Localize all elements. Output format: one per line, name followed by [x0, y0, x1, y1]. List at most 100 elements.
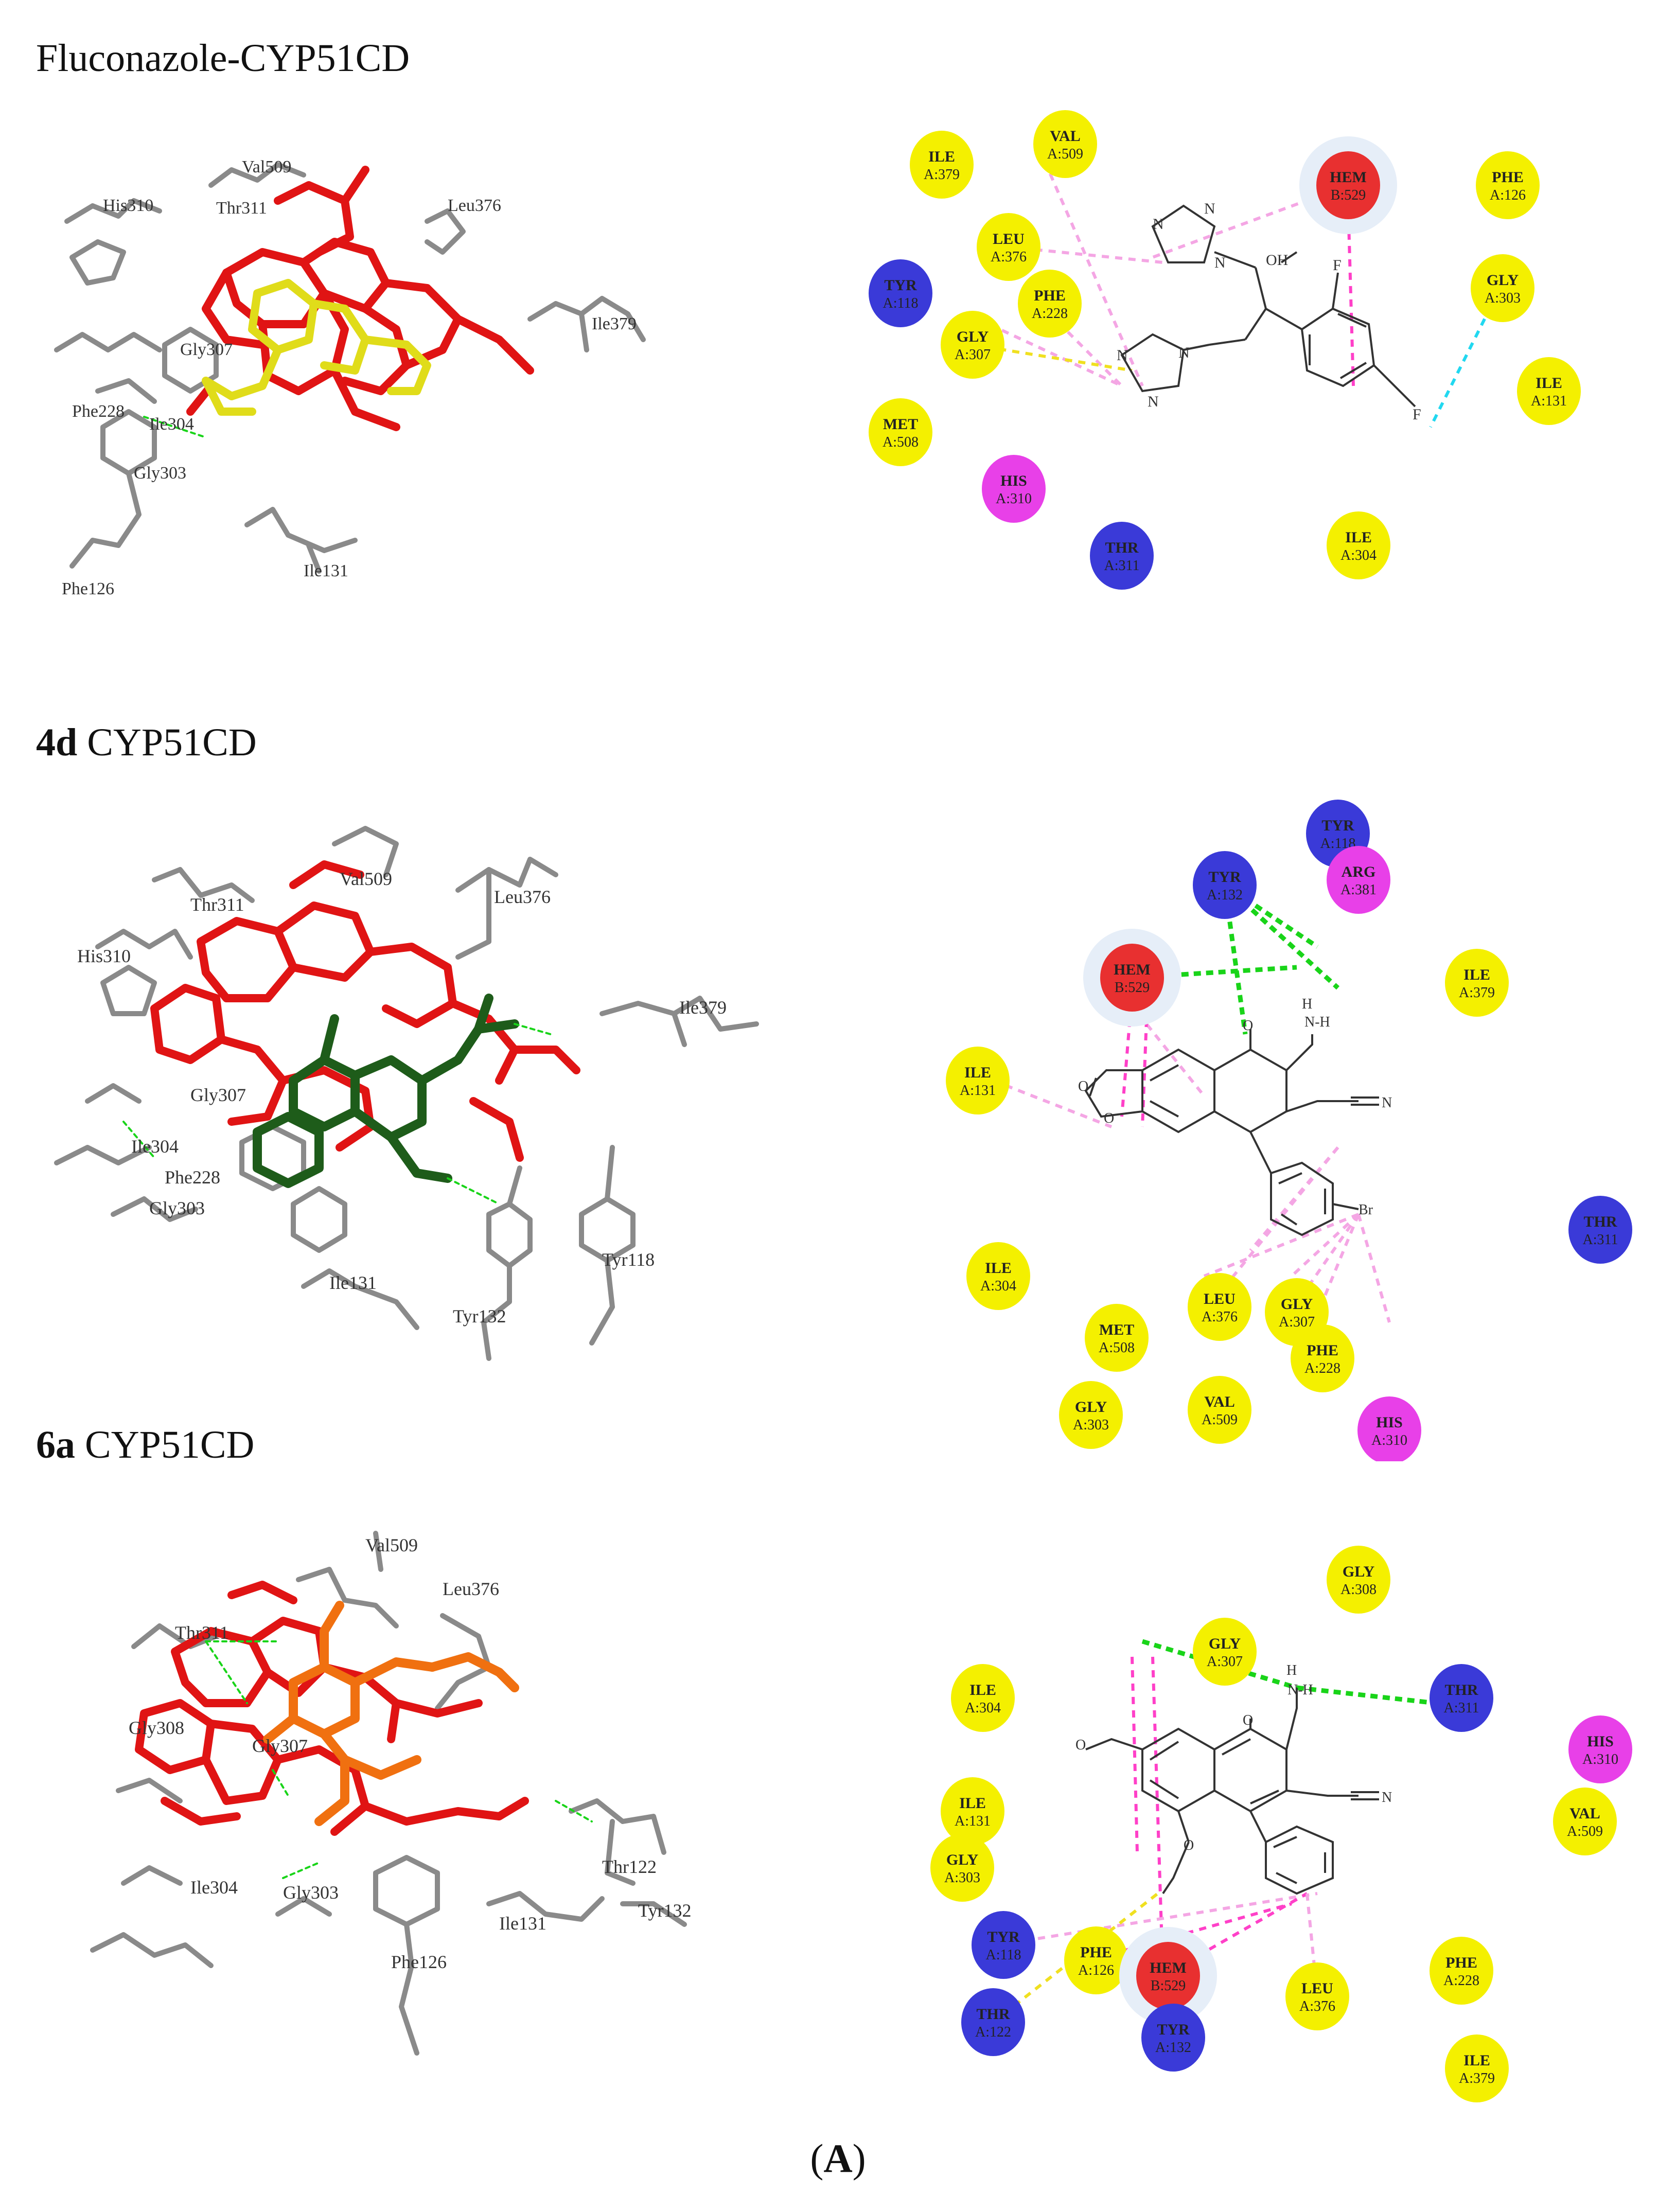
atom-label: N [1178, 344, 1190, 361]
residue-disc [941, 1777, 1004, 1845]
residue-id: A:228 [1443, 1973, 1479, 1989]
atom-label: N [1204, 200, 1215, 217]
ligand-fluconazole [202, 279, 431, 416]
residue-label-3d: Ile131 [329, 1272, 377, 1293]
residue-disc [982, 455, 1046, 523]
residue-name: ILE [1536, 375, 1562, 392]
residue-id: A:311 [1104, 558, 1140, 574]
residue-node: GLY A:303 [930, 1834, 994, 1902]
residue-label-3d: Ile304 [190, 1877, 238, 1898]
residue-label-3d: Gly307 [180, 340, 233, 359]
residue-disc [1430, 1664, 1493, 1732]
figure-caption: (A) [810, 2136, 866, 2181]
residue-name: GLY [1343, 1563, 1375, 1580]
residue-id: A:131 [955, 1813, 991, 1829]
residue-disc [966, 1242, 1030, 1310]
residue-disc [1018, 270, 1082, 338]
residue-id: A:381 [1340, 882, 1377, 898]
residue-name: ILE [1463, 966, 1490, 983]
residue-sticks [90, 1531, 687, 2056]
residue-name: TYR [1321, 817, 1354, 834]
residue-id: A:308 [1340, 1582, 1377, 1598]
residue-disc [930, 1834, 994, 1902]
residue-name: LEU [1204, 1290, 1236, 1307]
residue-disc [1327, 511, 1390, 579]
residue-name: ILE [985, 1260, 1012, 1277]
residue-id: A:304 [980, 1278, 1016, 1294]
residue-id: A:118 [986, 1947, 1021, 1963]
panel-title-fluconazole: Fluconazole-CYP51CD [36, 37, 410, 80]
residue-disc [1193, 1618, 1257, 1686]
residue-id: A:303 [944, 1870, 980, 1886]
residue-sticks [54, 162, 646, 574]
residue-name: HIS [1000, 472, 1027, 489]
residue-id: B:529 [1115, 980, 1150, 996]
residue-name: GLY [1487, 272, 1519, 289]
residue-disc [1327, 1546, 1390, 1614]
residue-node: GLY A:308 [1327, 1546, 1390, 1614]
residue-name: ILE [1463, 2052, 1490, 2069]
residue-label-3d: Gly308 [129, 1718, 184, 1738]
residue-name: TYR [1157, 2021, 1190, 2038]
atom-label: N [1153, 216, 1164, 233]
atom-label: O [1243, 1018, 1253, 1034]
residue-disc [1059, 1381, 1123, 1449]
residue-id: A:307 [1279, 1314, 1315, 1330]
ligand-structure-2d [1120, 204, 1416, 408]
residue-id: A:509 [1047, 146, 1083, 162]
residue-disc [961, 1988, 1025, 2056]
atom-label: N [1382, 1790, 1392, 1806]
residue-id: A:304 [1340, 547, 1377, 563]
residue-name: MET [883, 416, 918, 433]
residue-name: MET [1099, 1321, 1134, 1338]
residue-nodes: GLYA:308GLYA:307ILEA:304THRA:311HISA:310… [930, 1546, 1632, 2102]
residue-disc [1033, 110, 1097, 178]
residue-label-3d: Phe228 [165, 1167, 220, 1188]
residue-disc [1285, 1962, 1349, 2030]
atom-label: O [1104, 1110, 1114, 1126]
hbond-line [514, 1023, 552, 1035]
residue-name: VAL [1050, 128, 1080, 145]
atom-label: N-H [1304, 1014, 1330, 1030]
residue-id: A:310 [1371, 1432, 1407, 1448]
hbond-line [282, 1862, 320, 1879]
panel-title-6a: 6a CYP51CD [36, 1423, 255, 1466]
residue-name: VAL [1569, 1805, 1600, 1822]
atom-label: N [1117, 347, 1128, 364]
residue-label-3d: Gly303 [283, 1882, 339, 1903]
residue-disc [1141, 2004, 1205, 2072]
residue-id: A:509 [1567, 1824, 1603, 1839]
residue-label-3d: Leu376 [494, 887, 551, 907]
hbond-line [122, 1121, 155, 1159]
residue-name: THR [1583, 1213, 1617, 1230]
residue-name: GLY [946, 1851, 979, 1868]
residue-label-3d: Tyr132 [638, 1900, 691, 1921]
atom-label: N-H [1287, 1682, 1313, 1698]
residue-name: GLY [1281, 1296, 1313, 1313]
atom-label: H [1302, 996, 1312, 1012]
atom-label: N [1382, 1095, 1392, 1111]
residue-id: A:122 [975, 2024, 1011, 2040]
residue-id: A:131 [1531, 393, 1567, 409]
residue-label-3d: Leu376 [443, 1579, 499, 1599]
